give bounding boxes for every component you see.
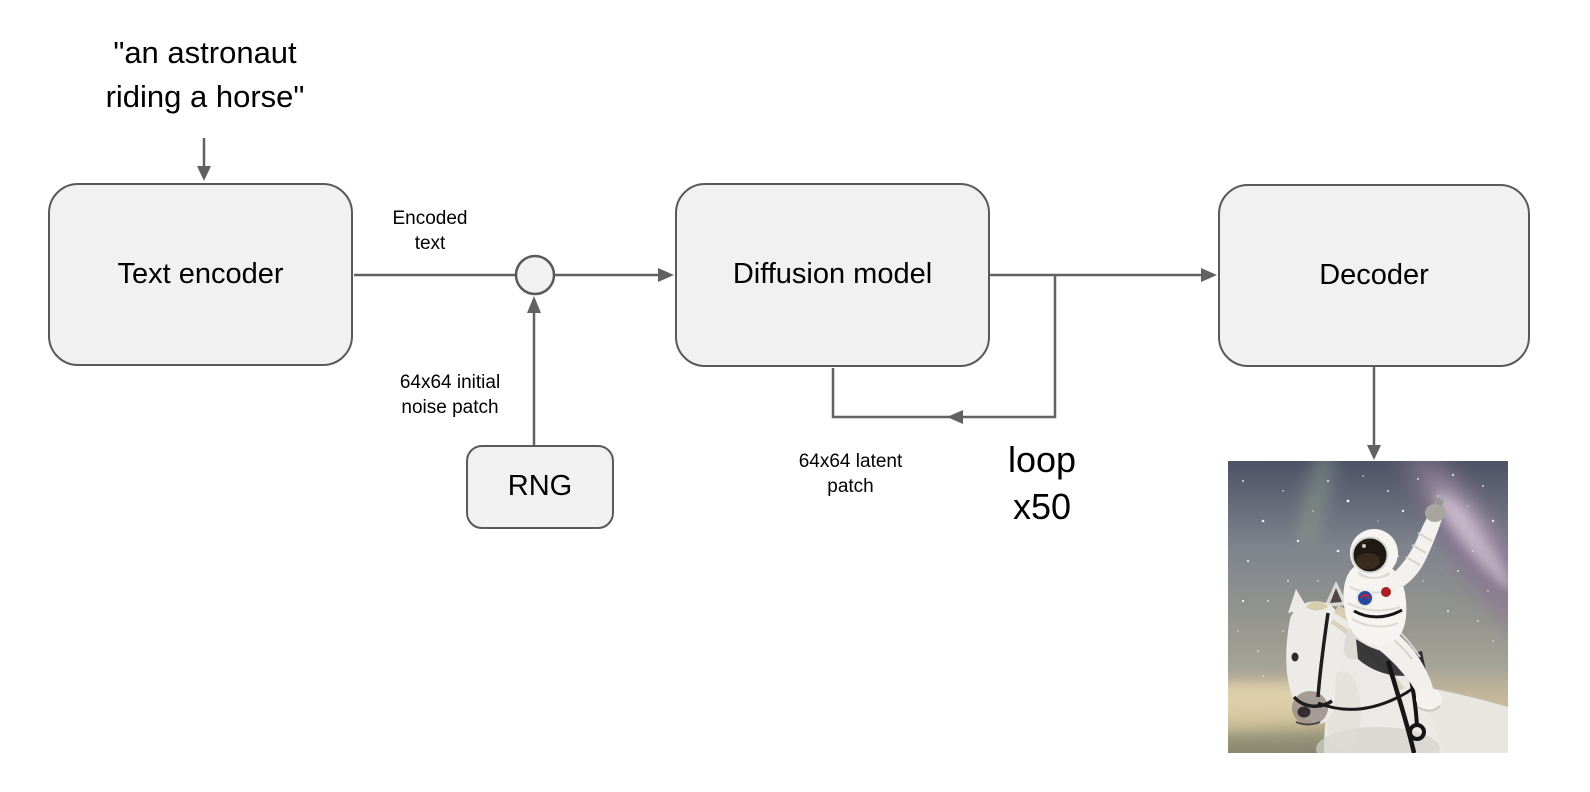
aurora-streak (1298, 448, 1334, 550)
arrowhead-down-icon (1367, 445, 1381, 460)
connector-lines (202, 138, 1376, 446)
label-latent-patch: 64x64 latent patch (798, 451, 903, 497)
node-decoder: Decoder (1218, 184, 1530, 367)
arrowhead-right-icon (1201, 268, 1217, 282)
label-initial-noise-patch: 64x64 initial noise patch (399, 372, 501, 418)
node-diffusion-model-label: Diffusion model (732, 258, 933, 291)
arrowhead-right-icon (658, 268, 674, 282)
prompt-text: "an astronaut riding a horse" (105, 35, 305, 114)
horse-bridle (1316, 612, 1330, 698)
node-rng-label: RNG (507, 470, 573, 503)
red-patch (1381, 587, 1391, 597)
node-rng: RNG (466, 445, 614, 529)
arrowhead-up-icon (527, 296, 541, 313)
arrowhead-down-icon (197, 166, 211, 181)
label-loop-x50: loop x50 (1007, 439, 1077, 527)
glove (1425, 504, 1445, 522)
raised-arm (1386, 513, 1442, 592)
generated-image-art (1168, 421, 1553, 771)
astronaut (1317, 497, 1445, 754)
arrowhead-left-icon (947, 410, 963, 424)
stars (1237, 473, 1495, 677)
blue-patch (1356, 589, 1374, 607)
node-text-encoder-label: Text encoder (117, 257, 284, 290)
label-encoded-text: Encoded text (392, 208, 468, 254)
arrowheads (197, 166, 1381, 460)
node-diffusion-model: Diffusion model (675, 183, 990, 367)
node-text-encoder: Text encoder (48, 183, 353, 366)
generated-image-astronaut-horse (1168, 421, 1553, 771)
connector-loop-back (831, 275, 1057, 419)
node-decoder-label: Decoder (1319, 258, 1429, 291)
junction-circle (514, 254, 556, 296)
